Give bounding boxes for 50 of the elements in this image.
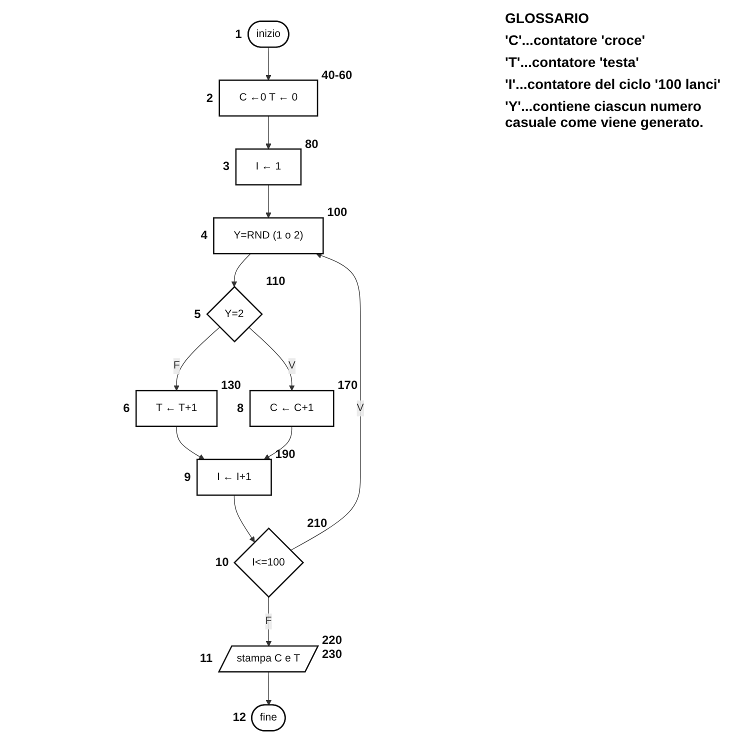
glossary-entry: 'C'...contatore 'croce' — [505, 32, 646, 48]
step-number: 8 — [237, 400, 244, 415]
arrow — [174, 326, 220, 390]
node-box: C ← C+1 — [249, 389, 334, 426]
arrow — [266, 596, 272, 646]
step-number: 12 — [232, 710, 246, 724]
arrow — [266, 46, 272, 80]
step-number: 2 — [206, 90, 214, 105]
node-box: T ← T+1 — [135, 389, 218, 426]
step-number: 1 — [235, 26, 242, 41]
step-number: 4 — [200, 228, 208, 242]
node-box: Y=RND (1 o 2) — [213, 216, 324, 254]
glossary-entry: 'I'...contatore del ciclo '100 lanci' — [505, 76, 722, 92]
arrow — [266, 671, 272, 705]
edge-label: V — [288, 360, 296, 371]
line-number: 190 — [275, 446, 296, 461]
step-number: 6 — [123, 400, 130, 415]
arrow — [176, 426, 205, 460]
node-box: C ←0 T ← 0 — [218, 79, 318, 116]
node-box: I ← 1 — [235, 148, 302, 185]
line-number: 210 — [307, 516, 328, 530]
arrow — [231, 252, 251, 286]
arrow — [266, 115, 272, 149]
arrow — [234, 494, 255, 542]
edge-label: V — [356, 402, 364, 414]
step-number: 9 — [184, 470, 191, 484]
step-number: 3 — [222, 159, 230, 174]
arrow — [266, 184, 272, 218]
glossary-entry: 'Y'...contiene ciascun numero casuale come viene generato. — [505, 98, 704, 130]
line-number: 100 — [327, 205, 348, 220]
line-number: 110 — [266, 274, 286, 288]
edge-label: F — [265, 615, 272, 626]
step-number: 10 — [215, 555, 229, 570]
edge-label: F — [173, 360, 180, 371]
node-box: I ← I+1 — [196, 458, 272, 496]
step-number: 5 — [194, 306, 201, 321]
node-diamond: Y=2 — [206, 285, 263, 342]
arrow — [264, 426, 292, 460]
arrow — [290, 252, 361, 550]
line-number: 220 — [322, 633, 342, 648]
node-diamond: I<=100 — [233, 526, 304, 598]
line-number: 80 — [304, 136, 318, 151]
step-number: 11 — [200, 651, 213, 666]
line-number: 230 — [322, 647, 342, 662]
line-number: 130 — [220, 378, 241, 392]
line-number: 170 — [338, 378, 358, 392]
glossary-entry: 'T'...contatore 'testa' — [505, 54, 640, 70]
glossary-heading: GLOSSARIO — [505, 10, 590, 26]
arrow — [248, 326, 295, 390]
line-number: 40-60 — [322, 68, 352, 82]
